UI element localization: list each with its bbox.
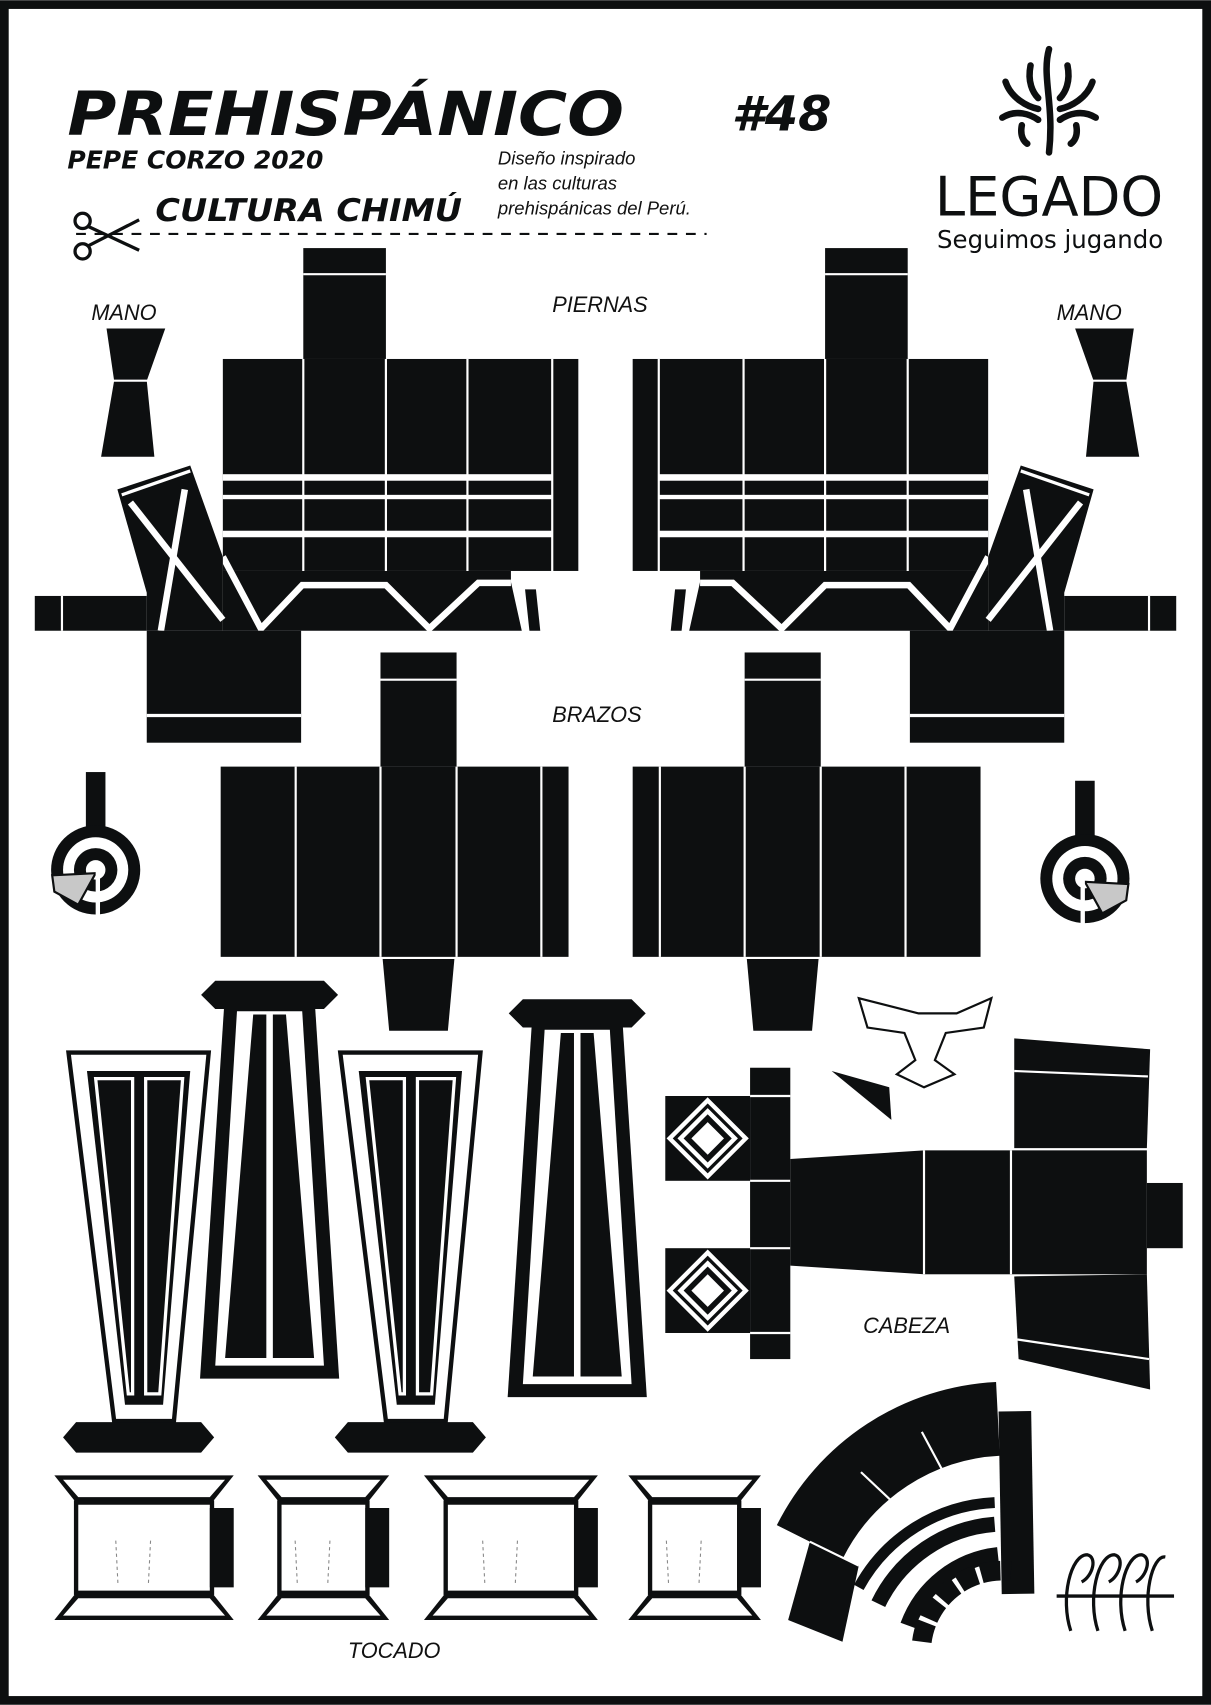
tocado-box-2 <box>257 1475 390 1620</box>
culture-title: CULTURA CHIMÚ <box>155 190 462 229</box>
head-piece <box>665 996 1183 1390</box>
label-mano-right: MANO <box>1057 300 1122 325</box>
arc-piece <box>776 1381 1035 1644</box>
tocado-box-3 <box>423 1475 598 1620</box>
label-mano-left: MANO <box>91 300 156 325</box>
description-line-1: Diseño inspirado <box>498 147 636 168</box>
label-cabeza: CABEZA <box>863 1313 950 1338</box>
label-brazos: BRAZOS <box>552 702 642 727</box>
legado-symbol-icon <box>999 45 1100 156</box>
tocado-box-1 <box>54 1475 234 1620</box>
description-line-2: en las culturas <box>498 172 617 193</box>
author-credit: PEPE CORZO 2020 <box>67 146 323 175</box>
signature-logo <box>1056 1553 1175 1632</box>
pattern-square-bottom <box>665 1248 750 1333</box>
label-piernas: PIERNAS <box>552 292 648 317</box>
sheet-number: #48 <box>732 88 832 143</box>
main-title: PREHISPÁNICO <box>67 79 624 150</box>
pattern-square-top <box>665 1096 750 1181</box>
label-tocado: TOCADO <box>348 1638 441 1663</box>
brand-tagline: Seguimos jugando <box>937 225 1163 254</box>
tocado-box-4 <box>628 1475 761 1620</box>
tocado-boxes <box>54 1475 761 1620</box>
description-line-3: prehispánicas del Perú. <box>497 197 691 218</box>
brand-name: LEGADO <box>935 165 1163 228</box>
